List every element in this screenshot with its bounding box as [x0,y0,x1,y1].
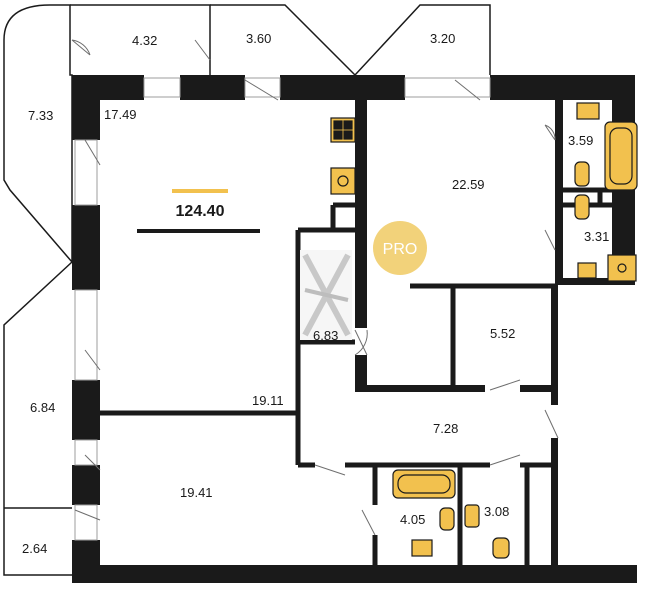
area-label-closet: 6.83 [313,328,338,343]
room-labels: 7.33 4.32 3.60 3.20 17.49 22.59 3.59 3.3… [22,31,609,556]
shower-icon [607,254,637,282]
area-label-bathroom-top: 3.59 [568,133,593,148]
sink-icon [464,504,480,528]
total-area-accent-bar [172,189,228,193]
interior-walls [100,187,612,565]
area-label-toilet-top: 3.31 [584,229,609,244]
stove-icon [330,117,356,143]
toilet-icon [574,194,590,220]
bathtub-icon [604,121,638,191]
area-label-toilet-bottom: 3.08 [484,504,509,519]
fixtures [330,102,638,559]
sink-icon [411,539,433,557]
wardrobe-rack [300,250,352,340]
kitchen-sink-icon [330,167,356,195]
area-label-room-3-20: 3.20 [430,31,455,46]
sink-icon [576,102,600,120]
pro-badge-text: PRO [383,241,418,258]
pro-badge: PRO [373,221,427,275]
area-label-balcony-left-top: 7.33 [28,108,53,123]
doors [71,39,559,536]
windows [74,77,491,541]
toilet-icon [492,537,510,559]
area-label-bedroom-1: 19.11 [252,393,284,408]
area-label-kitchen-room: 22.59 [452,177,485,192]
area-label-balcony-left-bottom: 6.84 [30,400,55,415]
bathtub-icon [392,469,456,499]
sink-icon [577,262,597,279]
area-label-balcony-corner: 2.64 [22,541,47,556]
toilet-icon [439,507,455,531]
area-label-storage: 5.52 [490,326,515,341]
area-label-bedroom-2: 19.41 [180,485,213,500]
area-label-bathroom-bottom: 4.05 [400,512,425,527]
area-label-living-room: 17.49 [104,107,137,122]
toilet-icon [574,161,590,187]
area-label-room-3-60: 3.60 [246,31,271,46]
area-label-hallway: 7.28 [433,421,458,436]
total-area: 124.40 [176,203,225,220]
exterior-walls [72,75,637,583]
area-label-room-4-32: 4.32 [132,33,157,48]
total-area-underline [137,229,260,233]
